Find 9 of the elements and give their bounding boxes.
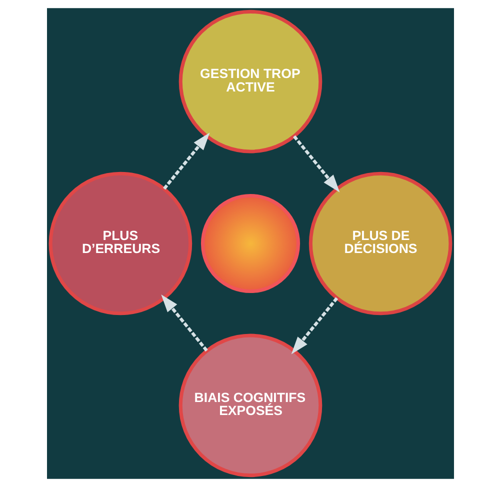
- node-circle: GESTION TROP ACTIVE: [178, 10, 322, 154]
- arrow: [160, 294, 208, 352]
- node-circle: BIAIS COGNITIFS EXPOSÉS: [178, 334, 322, 478]
- arrow: [290, 297, 338, 354]
- node-circle: PLUS D’ERREURS: [48, 172, 192, 316]
- arrow: [162, 132, 210, 190]
- arrow: [292, 135, 340, 192]
- node-circle: PLUS DE DÉCISIONS: [308, 172, 452, 316]
- node-picture: [200, 194, 300, 294]
